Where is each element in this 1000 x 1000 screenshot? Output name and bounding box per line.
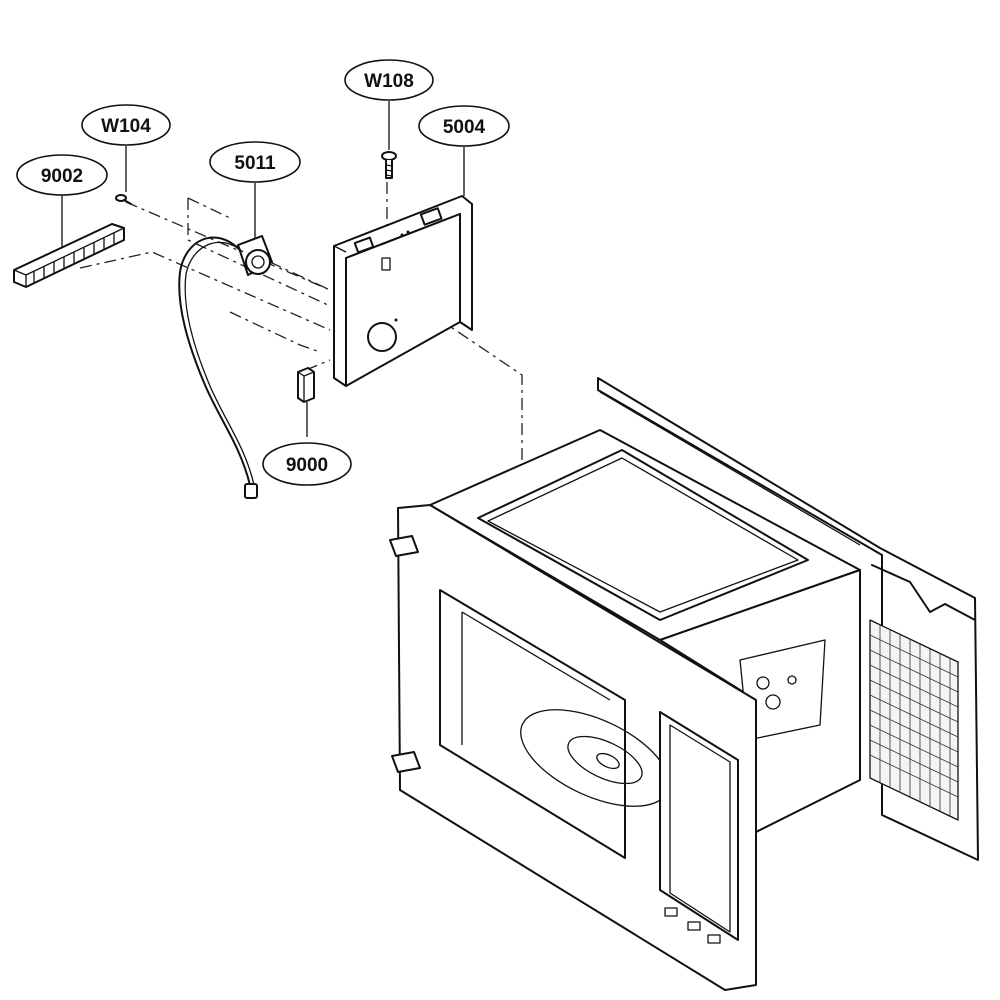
callout-w104: W104 xyxy=(81,104,171,146)
part-5011-motor xyxy=(178,235,273,499)
part-w104-screw xyxy=(115,194,132,205)
callout-9002: 9002 xyxy=(16,154,108,196)
callout-9000: 9000 xyxy=(262,442,352,486)
callout-label-w104: W104 xyxy=(101,116,151,137)
oven-cavity xyxy=(389,377,979,991)
callout-label-5011: 5011 xyxy=(234,153,276,174)
callout-5011: 5011 xyxy=(209,141,301,183)
leader-lines xyxy=(61,101,465,437)
vent-grid xyxy=(869,619,959,821)
part-9000-switch xyxy=(297,367,315,403)
callout-label-9002: 9002 xyxy=(41,166,83,187)
part-9002-strip xyxy=(13,223,125,288)
part-w108-screw xyxy=(381,151,397,179)
callout-w108: W108 xyxy=(344,59,434,101)
callout-5004: 5004 xyxy=(418,105,510,147)
part-5004-bracket xyxy=(333,195,473,387)
callout-label-5004: 5004 xyxy=(443,117,486,138)
callout-label-w108: W108 xyxy=(364,71,414,92)
callout-label-9000: 9000 xyxy=(286,455,328,476)
